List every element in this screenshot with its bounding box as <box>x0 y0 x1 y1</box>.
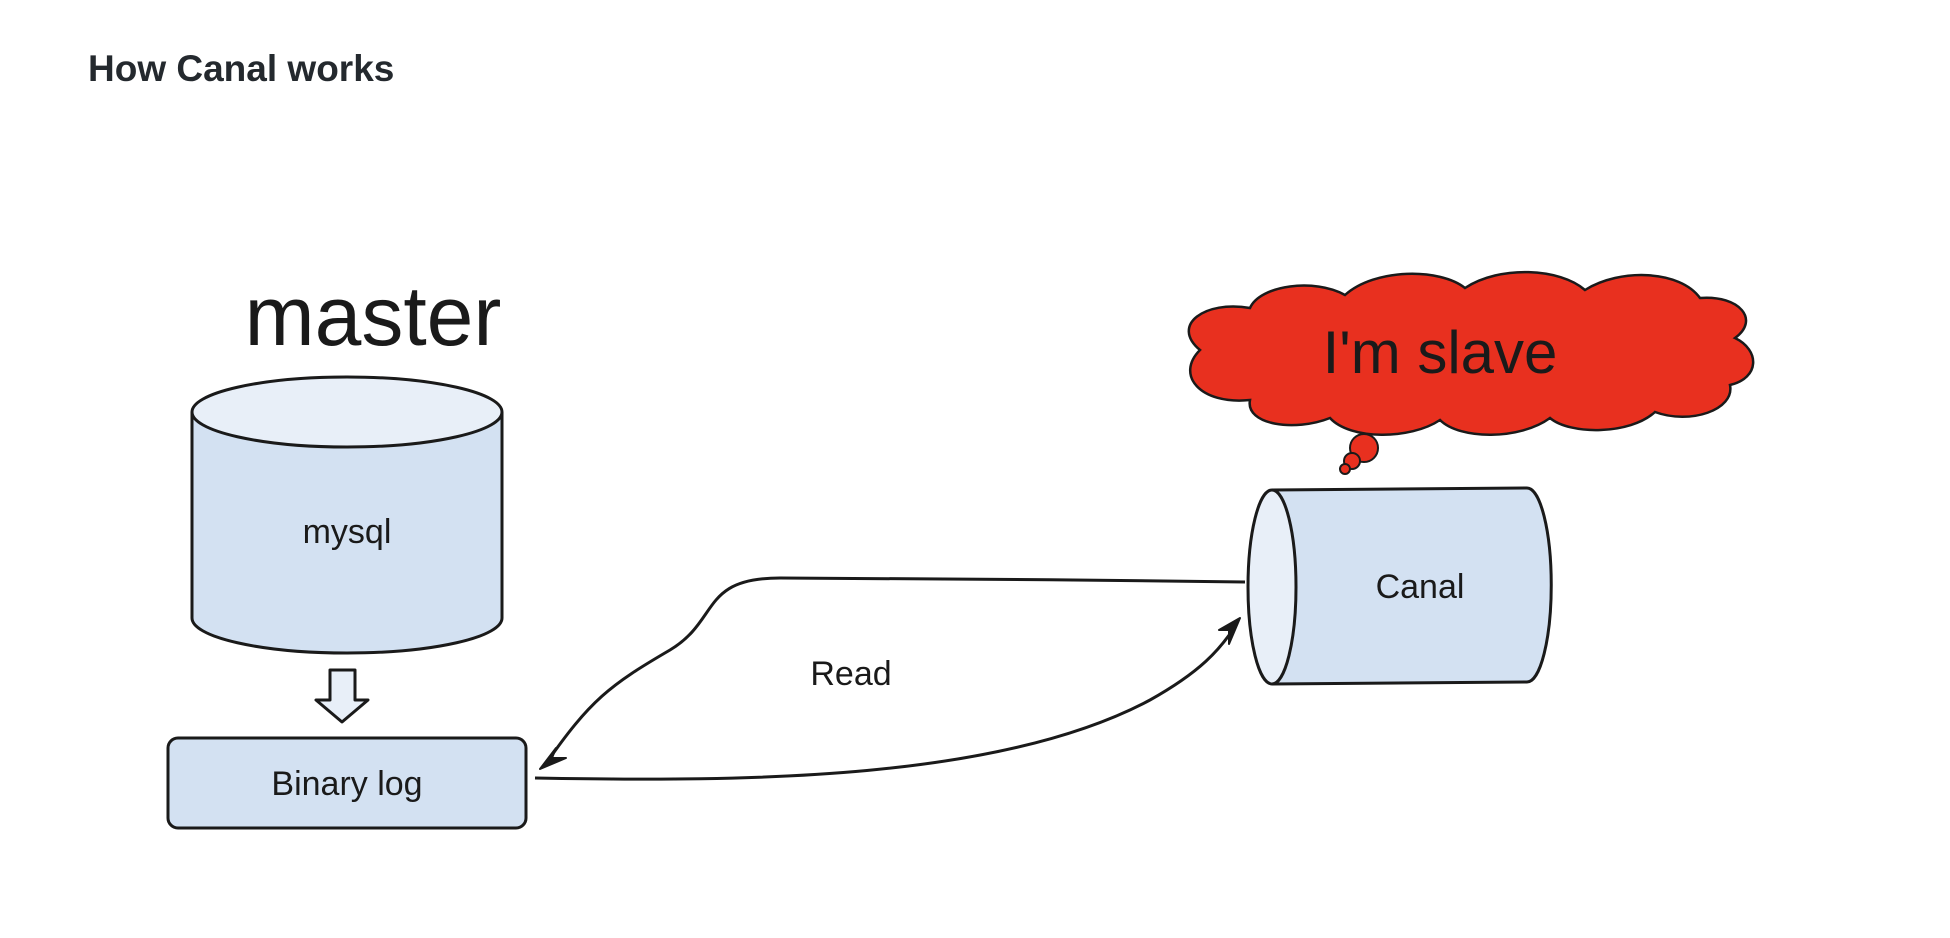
down-arrow-icon <box>314 668 370 724</box>
read-arrow-lower <box>534 624 1238 781</box>
master-label: master <box>245 269 502 363</box>
mysql-cylinder: mysql <box>190 375 504 655</box>
binary-log-box: Binary log <box>166 736 528 830</box>
mysql-cylinder-top <box>190 375 504 449</box>
binary-log-label: Binary log <box>271 765 422 803</box>
read-arrow-upper <box>543 576 1246 766</box>
arrowhead-to-canal-icon <box>1218 617 1241 645</box>
canal-cylinder-end <box>1246 488 1298 686</box>
slave-bubble-label: I'm slave <box>1323 319 1558 386</box>
mysql-label: mysql <box>303 513 392 551</box>
cloud-shape <box>1187 270 1755 436</box>
canal-label: Canal <box>1376 568 1465 606</box>
mysql-cylinder-body <box>190 412 504 655</box>
read-label: Read <box>810 655 891 693</box>
page-title: How Canal works <box>88 48 395 89</box>
canal-cylinder: Canal <box>1246 486 1553 686</box>
arrowhead-to-binlog-icon <box>539 747 567 770</box>
slave-thought-cloud: I'm slave <box>1187 270 1755 475</box>
cloud-bubble-small <box>1339 463 1351 475</box>
canal-cylinder-body <box>1271 486 1553 686</box>
binary-log-rect <box>166 736 528 830</box>
